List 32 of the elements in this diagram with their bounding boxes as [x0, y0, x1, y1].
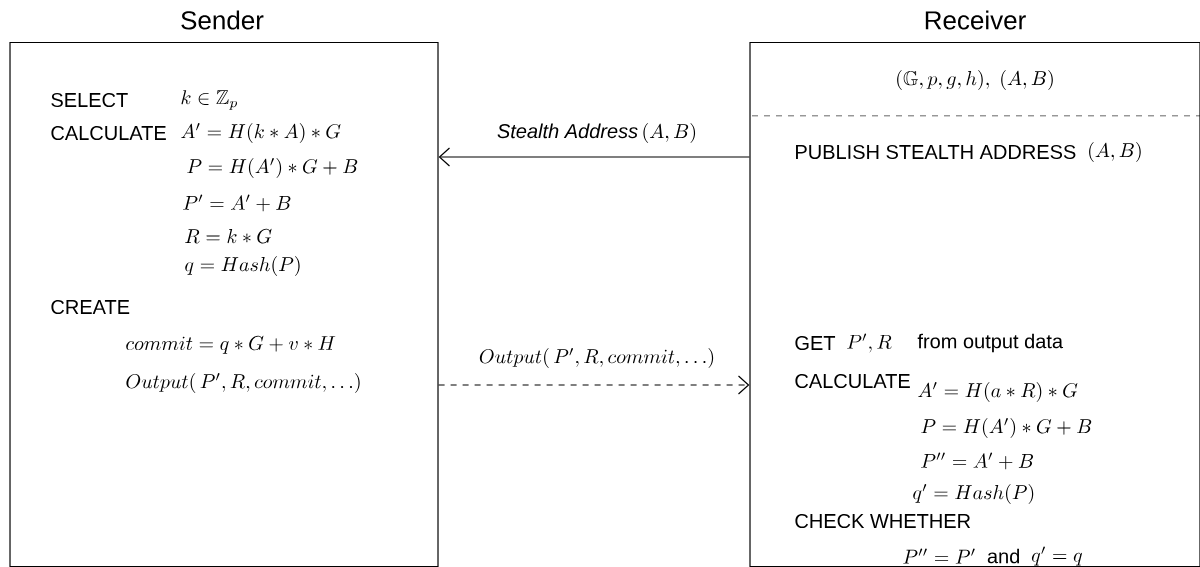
step-keyword: PUBLISH STEALTH ADDRESS: [796, 144, 1076, 160]
equation: $(A, B)$: [1089, 141, 1141, 162]
step-keyword: and: [987, 548, 1020, 564]
step-keyword: GET: [795, 335, 836, 351]
column-heading: Receiver: [925, 10, 1026, 30]
equation: $A' = H(k \ast A) \ast G$: [181, 122, 341, 144]
equation: $A' = H(a \ast R) \ast G$: [918, 381, 1078, 403]
step-keyword: CALCULATE: [51, 125, 166, 141]
edge-label: $\mathit{Stealth\ Address}\,(A, B)$: [494, 121, 700, 145]
equation: $q' = Hash(P)$: [913, 483, 1034, 505]
column-heading: Sender: [181, 10, 264, 30]
arrow: [438, 375, 750, 395]
equation: $commit = q \ast G + v \ast H$: [126, 335, 336, 354]
step-keyword: CREATE: [51, 299, 130, 315]
step-keyword: from output data: [917, 333, 1064, 353]
step-keyword: SELECT: [51, 92, 128, 108]
equation: $P' = A' + B$: [183, 194, 291, 212]
step-keyword: CALCULATE: [795, 373, 910, 389]
equation: $Output(\,P', R, commit, \ldots)$: [126, 372, 360, 394]
equation: $P'' = P'$: [903, 548, 975, 564]
equation: $P', R$: [847, 333, 892, 353]
equation: $R = k \ast G$: [185, 228, 272, 244]
equation: $P = H(A') \ast G + B$: [187, 157, 358, 179]
arrow: [438, 147, 750, 167]
equation: $P'' = A' + B$: [921, 452, 1034, 470]
equation: $(\mathbb{G}, p, g, h),\ (A, B)$: [897, 69, 1053, 90]
equation: $q' = q$: [1031, 546, 1083, 566]
edge-label: $Output(\,P', R, commit, \ldots)$: [476, 346, 718, 370]
step-keyword: CHECK WHETHER: [795, 513, 971, 529]
equation: $P = H(A') \ast G + B$: [921, 417, 1092, 439]
equation: $k \in \mathbb{Z}_p$: [181, 90, 237, 110]
equation: $q = Hash(P)$: [185, 255, 300, 276]
